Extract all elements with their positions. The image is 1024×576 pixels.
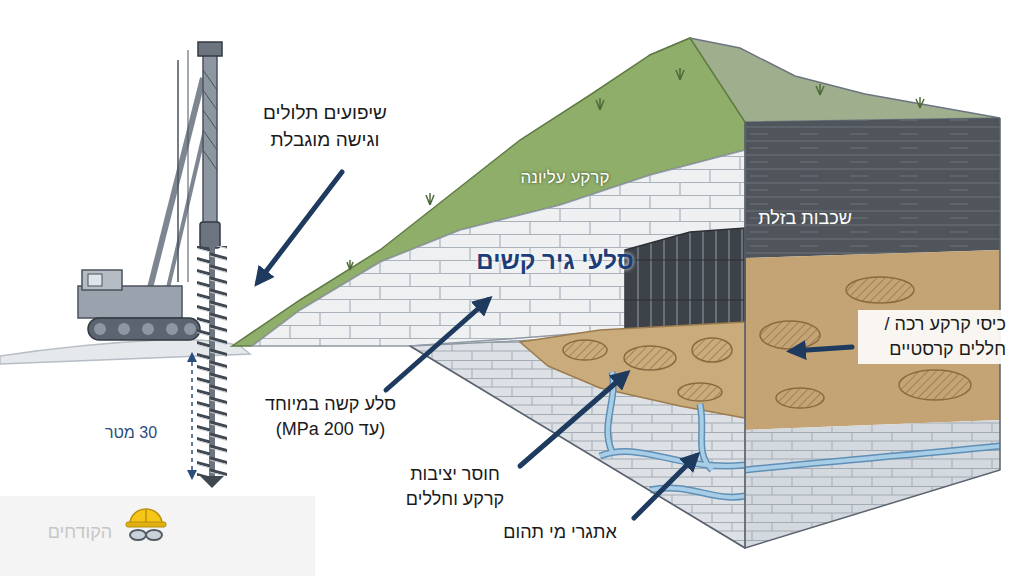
callout-text: אתגרי מי תהום [480,520,640,545]
depth-dimension [192,354,193,478]
drill-rig [197,246,227,476]
basalt-face [745,118,1000,258]
soft-soil [563,340,607,360]
columnar-basalt [625,228,745,334]
soft-soil-right [760,321,820,349]
depth-dimension [191,354,193,478]
soft-soil [678,383,722,401]
leader-arrows [634,456,696,518]
lower-rock-right [745,446,1000,470]
watermark-panel [126,522,166,527]
layer-label: קרקע עליונה [495,166,635,190]
limestone [252,150,745,346]
soft-soil [520,322,745,418]
drill-rig [88,318,200,340]
drill-rig [142,323,154,335]
drill-rig [78,42,227,488]
drill-rig [188,50,189,282]
drill-rig [198,42,222,56]
drill-rig [166,323,178,335]
drill-rig [78,286,182,318]
basalt-face [745,118,1000,258]
soft-soil-right [776,388,824,408]
drill-rig [94,323,106,335]
watermark-panel [145,510,147,522]
soft-soil [692,338,732,362]
drill-rig [200,476,224,488]
layer-label: שכבות בזלת [735,206,875,231]
drill-rig [203,70,217,170]
lower-rock-right [745,420,1000,548]
callout-text: סלע קשה במיוחד (עד 200 MPa) [258,392,403,442]
basalt-face [745,118,1000,258]
watermark-panel [130,530,146,540]
callout-text: כיסי קרקע רכה / חללים קרסטיים [858,310,1010,364]
block-edges [410,346,745,548]
layer-title: סלעי גיר קשים [455,244,655,278]
drill-rig [177,60,179,282]
leader-arrows [258,172,342,282]
soft-soil [624,346,676,370]
columnar-basalt [625,228,745,334]
dimension-label: 30 מטר [95,422,167,444]
drill-rig [88,274,102,286]
soft-soil-right [899,370,971,400]
limestone [252,150,745,346]
drill-rig [184,323,196,335]
drill-rig [118,323,130,335]
topsoil [232,38,924,346]
limestone [252,150,745,346]
watermark-panel [146,530,162,540]
watermark-panel [0,496,315,576]
callout-text: חוסר יציבות קרקע וחללים [395,462,515,512]
soft-soil [520,322,745,418]
watermark: הקודחים [35,520,125,545]
callout-text: שיפועים תלולים וגישה מוגבלת [240,100,410,153]
leader-arrows [792,347,852,351]
watermark-panel [0,496,315,576]
soft-soil-right [846,277,914,303]
drill-rig [203,48,217,238]
columnar-basalt [625,228,745,334]
lower-rock-right [745,446,1000,470]
lower-rock-right [745,420,1000,548]
drill-rig [82,270,122,290]
lower-rock-right [745,420,1000,548]
leader-arrows [386,300,488,390]
leader-arrows [520,374,626,466]
